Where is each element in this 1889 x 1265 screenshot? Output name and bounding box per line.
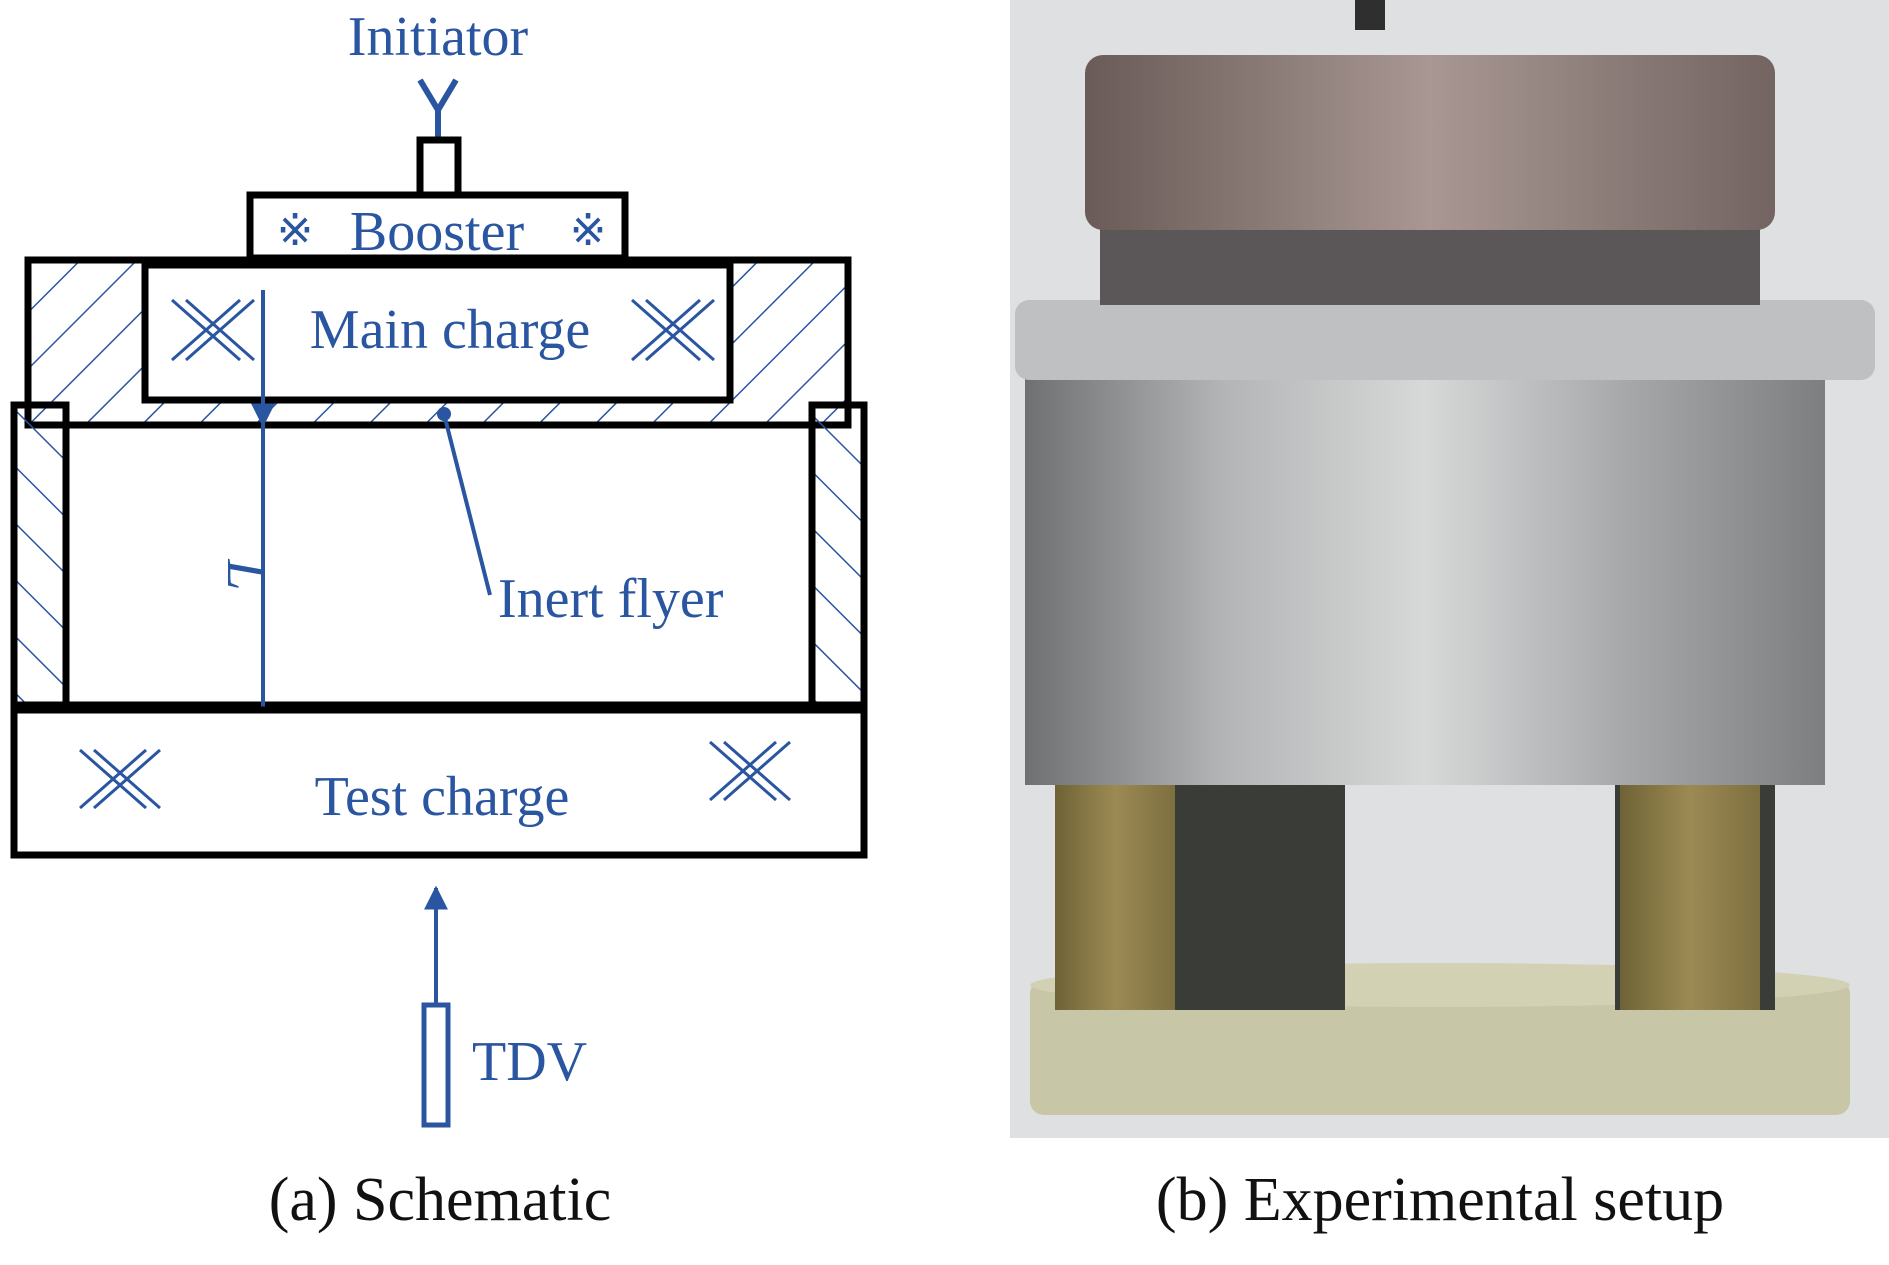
- initiator-label: Initiator: [348, 6, 529, 68]
- tdv-label: TDV: [472, 1031, 587, 1093]
- sleeve-gap: [62, 421, 816, 709]
- booster-mark-right: ※: [570, 206, 607, 255]
- main-charge-block: [141, 261, 734, 404]
- inert-flyer-leader: [437, 407, 492, 596]
- sleeve-wall-right: [808, 401, 868, 709]
- experimental-setup-photo: [1010, 0, 1889, 1138]
- distance-label: L: [215, 558, 277, 590]
- test-charge-cross-right: [709, 740, 791, 802]
- inert-flyer-label: Inert flyer: [498, 568, 724, 630]
- test-charge-cross-left: [79, 748, 161, 810]
- booster-label: Booster: [350, 201, 525, 263]
- tdv-probe-icon: [421, 1002, 451, 1128]
- main-charge-label: Main charge: [310, 299, 590, 361]
- test-charge-label: Test charge: [315, 766, 570, 828]
- booster-mark-left: ※: [277, 206, 314, 255]
- test-charge-block: [10, 706, 868, 859]
- initiator-icon: [416, 78, 462, 199]
- caption-experimental-setup: (b) Experimental setup: [1155, 1166, 1725, 1234]
- schematic-diagram: Initiator ※ Booster ※ Main charge Inert …: [10, 6, 868, 1128]
- sleeve-wall-left: [10, 401, 70, 709]
- caption-schematic: (a) Schematic: [268, 1166, 612, 1234]
- main-charge-cross-right: [631, 298, 715, 362]
- main-charge-cross-left: [171, 298, 255, 362]
